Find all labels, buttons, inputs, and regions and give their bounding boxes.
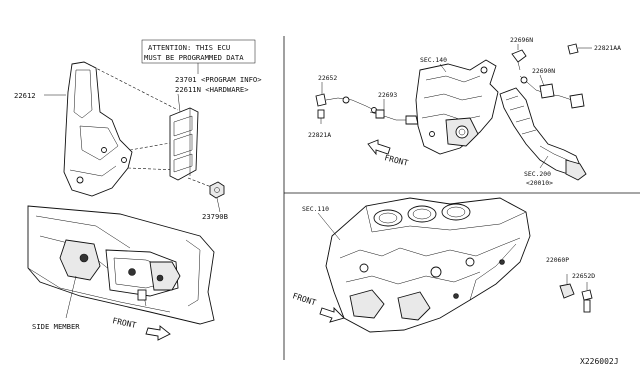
label-sec140: SEC.140 (420, 56, 447, 64)
diagram-code: X226002J (580, 357, 619, 366)
sensor-22690n (519, 75, 585, 109)
front-pipe-converter (499, 87, 587, 181)
label-sensor-22693: 22693 (378, 91, 397, 99)
label-ecu-hardware: 22611N <HARDWARE> (175, 85, 249, 94)
ecu-module (169, 107, 199, 181)
plug-22060p (559, 274, 575, 299)
attention-line-1: ATTENTION: THIS ECU (148, 43, 230, 52)
sensor-22693 (369, 109, 419, 125)
label-bolt-22652d: 22652D (572, 272, 595, 280)
sensor-22652 (315, 93, 377, 113)
label-front-bottom: FRONT (291, 291, 317, 307)
label-sec200: SEC.200 (524, 170, 551, 178)
nut-23790b (209, 181, 225, 199)
label-bolt-22821a: 22821A (308, 131, 331, 139)
bolt-22821a (317, 109, 325, 124)
bolt-22652d (581, 282, 593, 313)
label-plug: 22060P (546, 256, 569, 264)
label-sensor-22652: 22652 (318, 74, 337, 82)
label-clip: 22696N (510, 36, 533, 44)
front-arrow-mid-icon (367, 139, 391, 156)
label-side-member: SIDE MEMBER (32, 322, 80, 331)
label-sensor-22690n: 22690N (532, 67, 555, 75)
engine-block (325, 197, 531, 333)
label-sec110: SEC.110 (302, 205, 329, 213)
attention-notice: ATTENTION: THIS ECU MUST BE PROGRAMMED D… (141, 39, 256, 74)
side-member-assembly (27, 205, 215, 325)
label-ecu-program: 23701 <PROGRAM INFO> (175, 75, 262, 84)
label-front-mid: FRONT (384, 153, 410, 168)
label-sec200-sub: <20010> (526, 179, 553, 187)
label-bolt-22821aa: 22821AA (594, 44, 621, 52)
label-front-left: FRONT (112, 316, 138, 330)
bolt-22821aa (567, 43, 592, 55)
attention-line-2: MUST BE PROGRAMMED DATA (144, 53, 244, 62)
exhaust-manifold (415, 59, 499, 155)
label-nut: 23790B (202, 212, 228, 221)
ecu-bracket (63, 61, 133, 197)
front-arrow-bottom-icon (319, 306, 345, 323)
front-arrow-left-icon (145, 325, 171, 341)
label-bracket: 22612 (14, 91, 36, 100)
clip-22696n (511, 49, 527, 71)
